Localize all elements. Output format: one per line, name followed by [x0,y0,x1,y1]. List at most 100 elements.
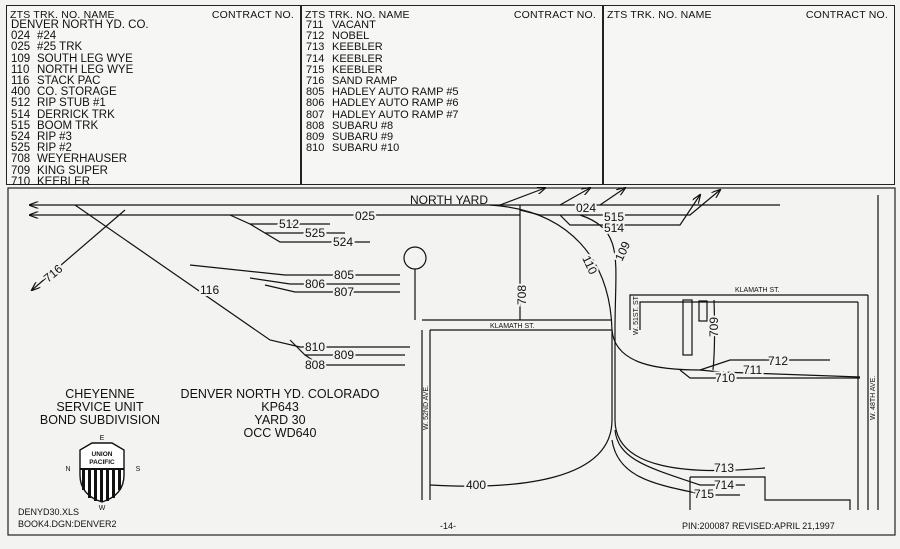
table-row: 708 WEYERHAUSER [11,153,149,166]
track-number: 400 [11,86,31,99]
track-name: KEEBLER [332,63,383,76]
label-north-yard: NORTH YARD [410,193,488,207]
track-number: 711 [306,19,324,31]
track-name: CO. STORAGE [37,86,117,99]
location-line-1: DENVER NORTH YD. COLORADO [181,387,380,401]
table-row: 715 KEEBLER [306,63,459,76]
track-label-514: 514 [604,221,624,235]
track-number: 024 [11,30,31,43]
track-number: 809 [306,131,325,144]
track-name: SOUTH LEG WYE [37,52,133,65]
track-116 [74,204,410,348]
diagram-border [7,187,896,536]
revision-info: PIN:200087 REVISED:APRIL 21,1997 [682,521,835,531]
track-number: 109 [11,52,31,65]
track-name: RIP STUB #1 [37,97,106,110]
track-805 [189,264,400,276]
track-label-515: 515 [604,210,624,224]
table-row: 400 CO. STORAGE [11,86,149,99]
track-name: KEEBLER [332,52,383,65]
street-w51st: W. 51ST. ST [633,295,640,335]
track-label-806: 806 [305,277,325,291]
track-label-711: 711 [743,363,762,377]
unit-line-2: SERVICE UNIT [56,400,144,414]
track-label-710: 710 [715,371,735,385]
track-number: 715 [306,63,325,76]
track-label-109: 109 [612,239,633,263]
track-label-525: 525 [305,226,325,240]
unit-line-3: BOND SUBDIVISION [40,413,160,427]
track-label-713: 713 [714,461,734,475]
track-name: #24 [37,30,57,43]
location-line-3: YARD 30 [254,413,305,427]
compass-e: E [100,435,105,442]
track-number: 525 [11,142,31,155]
track-name: HADLEY AUTO RAMP #5 [332,86,459,99]
track-label-025: 025 [355,209,375,223]
track-number: 808 [306,119,325,132]
track-number: 710 [11,175,31,188]
track-number: 714 [306,52,325,65]
track-514 [559,195,700,226]
track-name: #25 TRK [37,41,83,54]
col-header-name: ZTS TRK. NO. NAME [10,9,115,21]
track-number: 708 [11,153,31,166]
track-number: 709 [11,164,31,177]
table-row: 116 STACK PAC [11,75,149,88]
track-name: HADLEY AUTO RAMP #6 [332,97,459,110]
track-name: SUBARU #8 [332,119,394,132]
location-line-4: OCC WD640 [244,426,317,440]
logo-text-2: PACIFIC [89,459,115,466]
logo-text-1: UNION [92,451,113,458]
track-label-400: 400 [466,478,486,492]
track-name: NOBEL [332,30,370,43]
table-title: DENVER NORTH YD. CO. [11,19,149,31]
table-row: 024 #24 [11,30,149,43]
track-name: SUBARU #10 [332,142,400,155]
track-label-805: 805 [334,268,354,282]
track-524 [264,232,370,243]
track-name: WEYERHAUSER [37,153,128,166]
table-row: 711 VACANT [306,19,459,31]
track-label-024: 024 [576,201,596,215]
location-line-2: KP643 [261,400,299,414]
table-row: 808 SUBARU #8 [306,119,459,132]
table-row: 110 NORTH LEG WYE [11,63,149,76]
compass-w: W [99,505,106,512]
track-label-810: 810 [305,340,325,354]
track-number: 512 [11,97,31,110]
track-name: VACANT [332,19,376,31]
table-row: 025#25 TRK [11,41,149,54]
track-name: NORTH LEG WYE [37,63,134,76]
table-row: 806 HADLEY AUTO RAMP #6 [306,98,459,109]
track-number: 806 [306,97,325,110]
table-row: 714 KEEBLER [306,52,459,65]
col-header-name: ZTS TRK. NO. NAME [305,9,410,21]
track-label-512: 512 [279,217,299,231]
track-number: 116 [11,75,30,88]
track-name: DERRICK TRK [37,108,115,121]
track-label-116: 116 [200,283,219,297]
col-header-name: ZTS TRK. NO. NAME [607,9,712,21]
track-number: 810 [306,142,325,155]
track-name: STACK PAC [37,75,101,88]
compass-s: S [136,466,141,473]
track-number: 110 [11,63,30,76]
track-label-808: 808 [305,358,325,372]
col-header-contract: CONTRACT NO. [211,9,294,21]
compass-n: N [65,466,70,473]
track-name: BOOM TRK [37,119,99,132]
track-label-110: 110 [579,253,600,277]
unit-line-1: CHEYENNE [65,387,134,401]
